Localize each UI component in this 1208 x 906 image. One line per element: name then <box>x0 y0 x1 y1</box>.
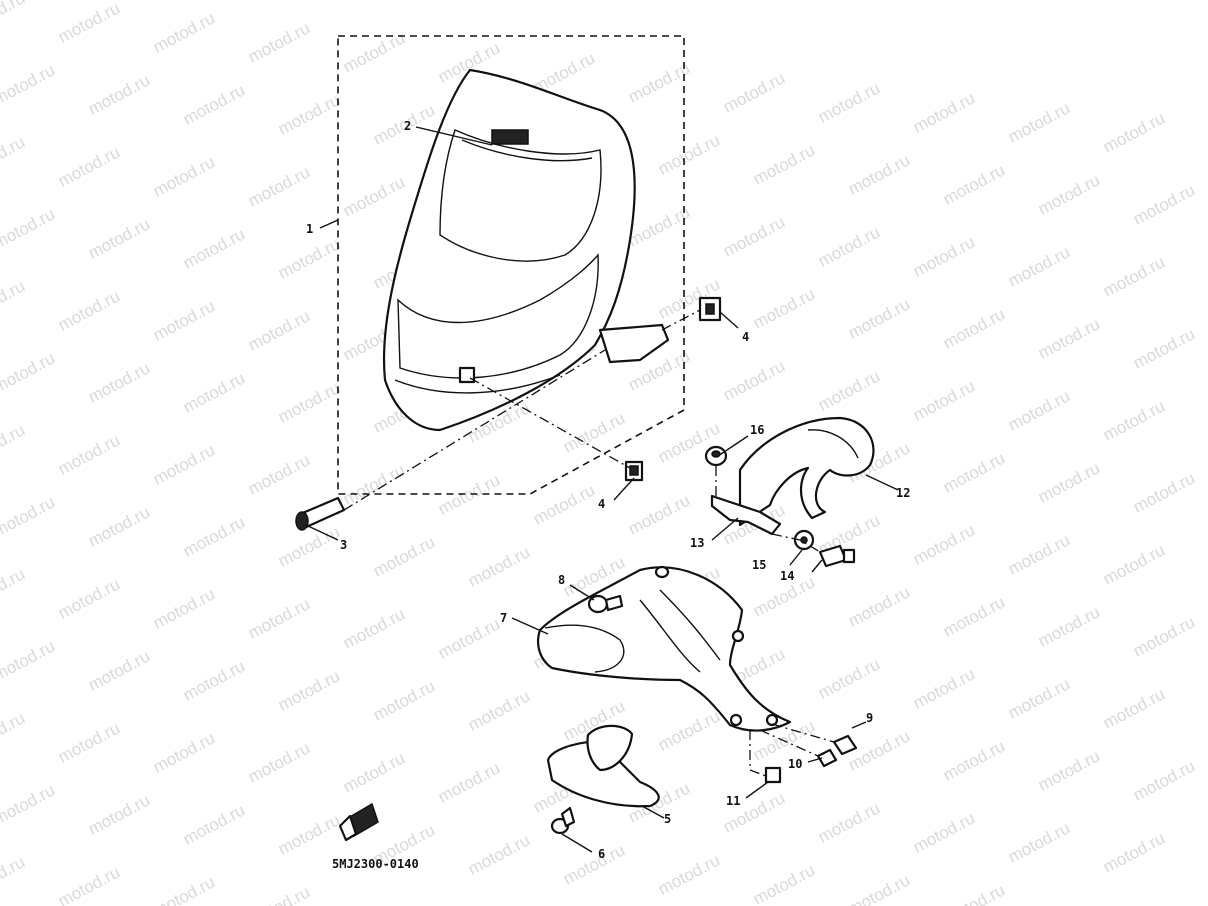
lamp-lens-part <box>546 724 660 808</box>
callout-labels: 2 1 3 4 4 16 12 13 15 14 8 7 9 10 11 5 6 <box>306 119 910 861</box>
clip-11 <box>764 766 782 784</box>
callout-6: 6 <box>598 847 605 861</box>
callout-4-upper: 4 <box>742 330 749 344</box>
bolt-14 <box>818 544 856 568</box>
diagram-code: 5MJ2300-0140 <box>332 857 419 871</box>
pin-10 <box>816 748 838 768</box>
clip-nut-upper <box>698 296 722 322</box>
pin-9 <box>832 734 858 756</box>
callout-13: 13 <box>690 536 704 550</box>
nut-16 <box>704 445 728 467</box>
callout-1: 1 <box>306 222 313 236</box>
screw-6 <box>550 806 576 835</box>
screw-8 <box>587 594 624 614</box>
assembly-lines <box>343 309 835 777</box>
callout-4-lower: 4 <box>598 497 605 511</box>
headlight-housing-part <box>536 565 792 732</box>
callout-3: 3 <box>340 538 347 552</box>
callout-9: 9 <box>866 711 873 725</box>
clip-nut-lower <box>624 460 644 482</box>
cowl-mount-hole <box>458 366 476 384</box>
assembly-boundary <box>337 35 685 495</box>
callout-11: 11 <box>726 794 740 808</box>
callout-5: 5 <box>664 812 671 826</box>
callout-2: 2 <box>404 119 411 133</box>
grommet-part <box>295 496 346 531</box>
callout-16: 16 <box>750 423 764 437</box>
callout-8: 8 <box>558 573 565 587</box>
front-direction-arrow-icon <box>338 802 379 842</box>
emblem-plate <box>491 129 529 145</box>
bracket-stay-part <box>738 416 875 527</box>
callout-15: 15 <box>752 558 766 572</box>
leader-lines <box>307 126 899 853</box>
callout-14: 14 <box>780 569 794 583</box>
bracket-clamp-part <box>710 494 782 536</box>
callout-7: 7 <box>500 611 507 625</box>
front-cowl-part <box>382 68 670 432</box>
washer-15 <box>793 529 815 551</box>
callout-10: 10 <box>788 757 802 771</box>
callout-12: 12 <box>896 486 910 500</box>
